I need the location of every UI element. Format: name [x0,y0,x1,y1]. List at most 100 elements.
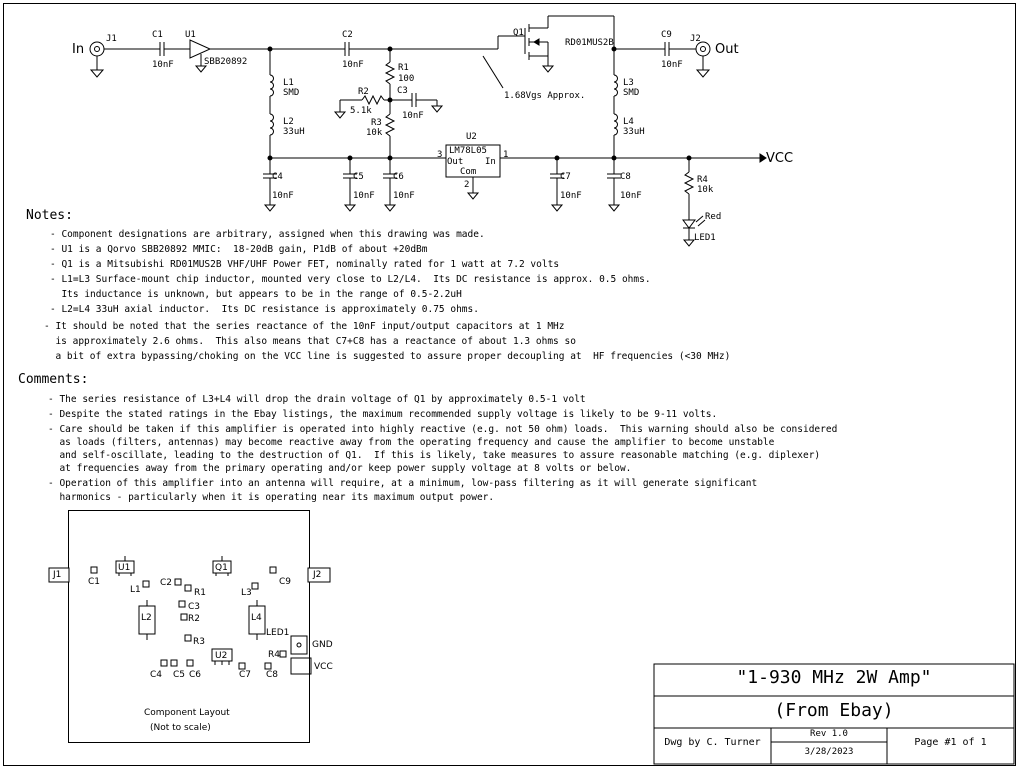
layout-u1-label: U1 [118,563,131,573]
note-line: - L2=L4 33uH axial inductor. Its DC resi… [50,304,479,315]
drawing-title: "1-930 MHz 2W Amp" [736,667,932,688]
layout-r4-label: R4 [268,650,280,660]
q1-designator: Q1 [513,28,524,38]
u2-in-pin: In [485,157,496,167]
layout-caption-note: (Not to scale) [150,723,211,733]
c4-value: 10nF [272,191,294,201]
c2-designator: C2 [342,30,353,40]
comment-line: - Care should be taken if this amplifier… [48,424,838,435]
l2-value: 33uH [283,127,305,137]
note-line: - U1 is a Qorvo SBB20892 MMIC: 18-20dB g… [50,244,428,255]
j1-designator: J1 [106,34,117,44]
led-color: Red [705,212,722,222]
l2-designator: L2 [283,117,294,127]
comment-line: - The series resistance of L3+L4 will dr… [48,394,586,405]
u2-pin-1: 1 [503,150,509,160]
u2-designator: U2 [466,132,477,142]
layout-c3-label: C3 [188,602,201,612]
note-line: - L1=L3 Surface-mount chip inductor, mou… [50,274,651,285]
vcc-label: VCC [766,151,794,166]
note-line: a bit of extra bypassing/choking on the … [44,351,731,362]
layout-q1-label: Q1 [215,563,228,573]
u1-designator: U1 [185,30,196,40]
r1-designator: R1 [398,63,409,73]
vgs-annotation: 1.68Vgs Approx. [504,91,586,101]
c1-value: 10nF [152,60,174,70]
c6-value: 10nF [393,191,415,201]
drawing-date: 3/28/2023 [804,747,854,757]
r4-value: 10k [697,185,714,195]
component-layout-board [68,510,310,743]
layout-l3-label: L3 [241,588,252,598]
u2-com-pin: Com [460,167,477,177]
u2-pin-2: 2 [464,180,470,190]
layout-caption: Component Layout [144,708,230,718]
layout-c2-label: C2 [160,578,173,588]
u2-pin-3: 3 [437,150,443,160]
l1-designator: L1 [283,78,294,88]
layout-j2-label: J2 [313,570,322,580]
note-line: Its inductance is unknown, but appears t… [50,289,462,300]
note-line: - Component designations are arbitrary, … [50,229,485,240]
layout-led1-label: LED1 [266,628,290,638]
drawing-subtitle: (From Ebay) [774,700,894,721]
l4-designator: L4 [623,117,634,127]
layout-gnd-label: GND [312,640,333,650]
layout-r2-label: R2 [188,614,200,624]
comment-line: at frequencies away from the primary ope… [48,463,632,474]
l4-value: 33uH [623,127,645,137]
j2-connector-symbol [695,41,711,78]
layout-c8-label: C8 [266,670,279,680]
l3-value: SMD [623,88,640,98]
r1-value: 100 [398,74,415,84]
input-label: In [72,42,85,57]
layout-c4-label: C4 [150,670,163,680]
l3-designator: L3 [623,78,634,88]
layout-j1-label: J1 [53,570,62,580]
drawn-by: Dwg by C. Turner [664,737,761,748]
layout-c7-label: C7 [239,670,252,680]
layout-l4-label: L4 [251,613,262,623]
note-line: - Q1 is a Mitsubishi RD01MUS2B VHF/UHF P… [50,259,560,270]
layout-l2-label: L2 [141,613,152,623]
notes-heading: Notes: [26,208,73,223]
layout-l1-label: L1 [130,585,141,595]
layout-r3-label: R3 [193,637,205,647]
layout-c5-label: C5 [173,670,186,680]
layout-c6-label: C6 [189,670,202,680]
c3-value: 10nF [402,111,424,121]
u1-amplifier-symbol [189,39,212,73]
r4-designator: R4 [697,175,708,185]
layout-c9-label: C9 [279,577,292,587]
comment-line: as loads (filters, antennas) may become … [48,437,775,448]
l1-value: SMD [283,88,300,98]
j2-designator: J2 [690,34,701,44]
led1-designator: LED1 [694,233,716,243]
output-label: Out [715,42,739,57]
q1-part-number: RD01MUS2B [565,38,614,48]
c9-value: 10nF [661,60,683,70]
page-number: Page #1 of 1 [914,737,987,748]
layout-u2-label: U2 [215,651,228,661]
comment-line: harmonics - particularly when it is oper… [48,492,495,503]
c9-designator: C9 [661,30,672,40]
c6-designator: C6 [393,172,404,182]
c3-designator: C3 [397,86,408,96]
layout-c1-label: C1 [88,577,101,587]
u2-part-number: LM78L05 [449,146,487,156]
note-line: is approximately 2.6 ohms. This also mea… [44,336,576,347]
layout-r1-label: R1 [194,588,206,598]
c1-designator: C1 [152,30,163,40]
r3-value: 10k [366,128,383,138]
c8-designator: C8 [620,172,631,182]
c5-designator: C5 [353,172,364,182]
c2-value: 10nF [342,60,364,70]
c7-value: 10nF [560,191,582,201]
note-line: - It should be noted that the series rea… [44,321,565,332]
comments-heading: Comments: [18,372,89,387]
drawing-border [3,3,1016,766]
comment-line: - Operation of this amplifier into an an… [48,478,758,489]
q1-mosfet-symbol [524,15,614,73]
